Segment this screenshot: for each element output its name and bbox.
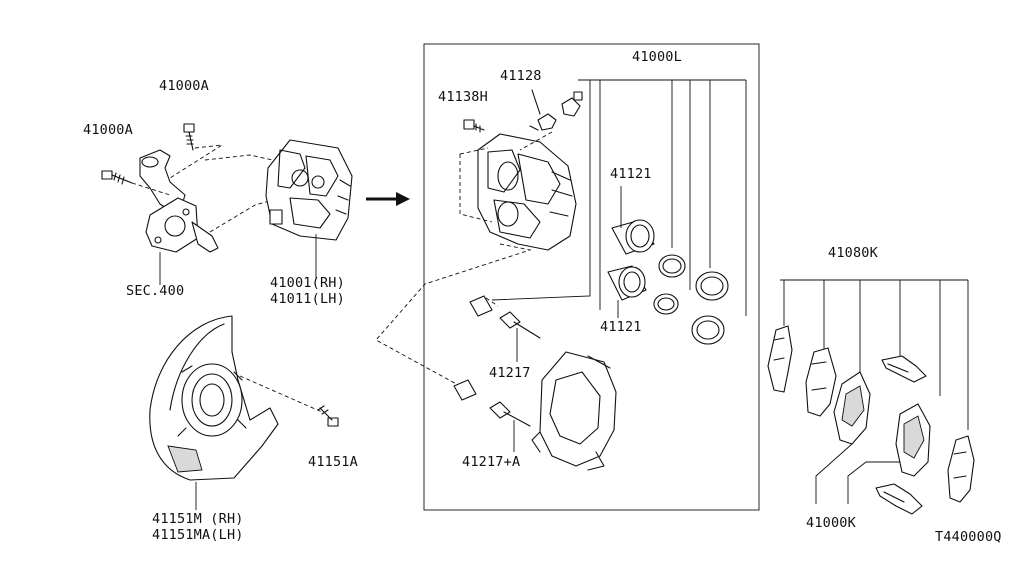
- diagram-code: T440000Q: [935, 529, 1002, 545]
- label-41128: 41128: [500, 68, 542, 84]
- label-41121-top: 41121: [610, 166, 652, 182]
- steering-knuckle: [139, 149, 219, 253]
- shield-bolt-dash: [239, 375, 323, 413]
- leader-41000L: [491, 79, 747, 316]
- label-41000K: 41000K: [806, 515, 856, 531]
- shim-3: [947, 435, 975, 503]
- label-41151A: 41151A: [308, 454, 358, 470]
- caliper-bracket: [531, 351, 617, 471]
- bolt-41138H: [463, 119, 485, 133]
- guide-pin-upper: [469, 295, 541, 339]
- label-41151M: 41151M (RH): [152, 511, 244, 527]
- guide-pin-lower: [453, 379, 531, 427]
- bleeder-screw: [529, 89, 583, 131]
- piston-lower: [607, 265, 647, 301]
- bolt-41000A-left: [101, 170, 133, 185]
- piston-seals: [653, 254, 729, 345]
- label-41001: 41001(RH): [270, 275, 345, 291]
- label-41011: 41011(LH): [270, 291, 345, 307]
- bolt-41151A: [317, 405, 339, 427]
- label-41000A-left: 41000A: [83, 122, 133, 138]
- label-sec400: SEC.400: [126, 283, 185, 299]
- caliper-assembly: [265, 139, 353, 241]
- label-41121-bottom: 41121: [600, 319, 642, 335]
- label-41217A: 41217+A: [462, 454, 521, 470]
- caliper-body: [477, 133, 577, 251]
- direction-arrow: [366, 192, 410, 206]
- caliper-dash-lines: [375, 147, 532, 387]
- shim-1: [767, 325, 793, 393]
- brake-pad-2: [895, 403, 931, 477]
- clip-bottom: [875, 483, 923, 515]
- clip-top: [881, 355, 927, 383]
- label-41138H: 41138H: [438, 89, 488, 105]
- brake-pad-1: [833, 371, 871, 445]
- bolt-41000A-top: [183, 123, 195, 151]
- dust-shield: [149, 315, 279, 481]
- leader-41080K: [780, 279, 969, 430]
- label-41151MA: 41151MA(LH): [152, 527, 244, 543]
- leader-41000K: [815, 443, 900, 504]
- bleeder-dash: [519, 131, 553, 151]
- piston-upper: [611, 219, 655, 255]
- caliper-detail-frame: [423, 43, 760, 511]
- label-41000L: 41000L: [632, 49, 682, 65]
- label-41080K: 41080K: [828, 245, 878, 261]
- shim-2: [805, 347, 837, 417]
- label-41000A-top: 41000A: [159, 78, 209, 94]
- label-41217: 41217: [489, 365, 531, 381]
